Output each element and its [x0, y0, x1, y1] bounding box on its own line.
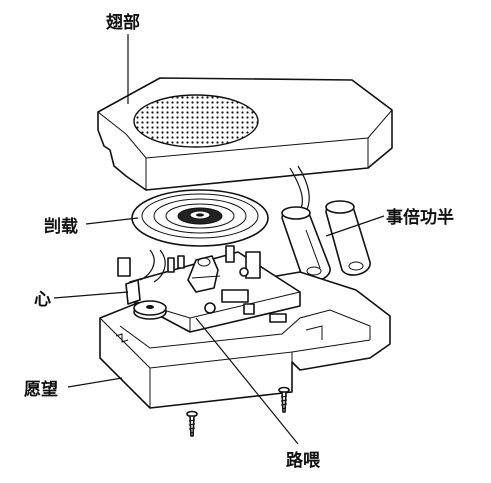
leader-circuit [195, 317, 299, 445]
label-speaker: 剀载 [44, 216, 78, 237]
top-cover [97, 77, 393, 191]
speaker-driver [131, 189, 269, 247]
label-circuit: 路喂 [286, 450, 321, 471]
leader-base [67, 377, 123, 388]
leader-speaker [85, 217, 139, 225]
leader-core [53, 291, 129, 299]
circuit-board [117, 245, 301, 333]
battery-pack [281, 200, 371, 282]
label-battery: 事倍功半 [386, 207, 454, 228]
label-core: 心 [34, 290, 51, 310]
leader-battery [325, 215, 385, 237]
label-base: 愿望 [24, 379, 58, 400]
screw-right [278, 386, 290, 413]
screw-left [186, 410, 198, 437]
label-top-cover: 翅部 [105, 12, 140, 33]
speaker-grille [133, 94, 259, 148]
